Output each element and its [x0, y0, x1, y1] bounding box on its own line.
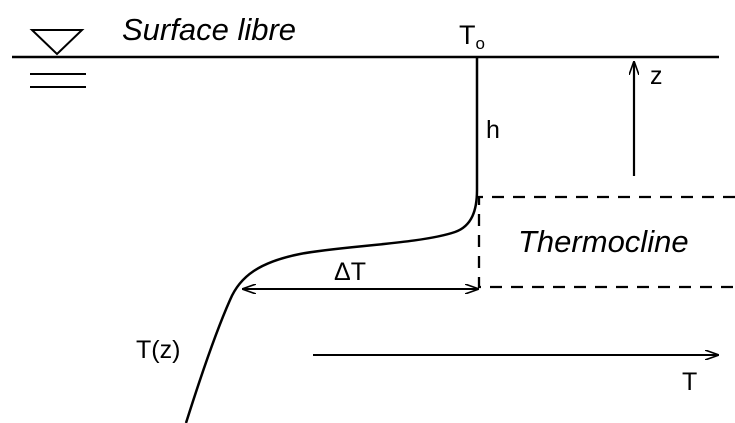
- z-axis-label: z: [650, 62, 663, 90]
- water-level-triangle-icon: [29, 29, 86, 88]
- temperature-axis-label: T: [682, 368, 697, 396]
- thermocline-label: Thermocline: [518, 224, 689, 259]
- temperature-profile-curve: [184, 57, 479, 423]
- surface-label: Surface libre: [122, 12, 296, 47]
- mixed-layer-height-label: h: [486, 116, 500, 144]
- delta-t-label: ΔT: [334, 258, 366, 286]
- surface-temperature-label: To: [459, 20, 485, 53]
- profile-label: T(z): [136, 336, 180, 364]
- surface-temperature-symbol: T: [459, 20, 476, 50]
- thermocline-box: [477, 195, 735, 289]
- surface-temperature-subscript: o: [476, 34, 485, 53]
